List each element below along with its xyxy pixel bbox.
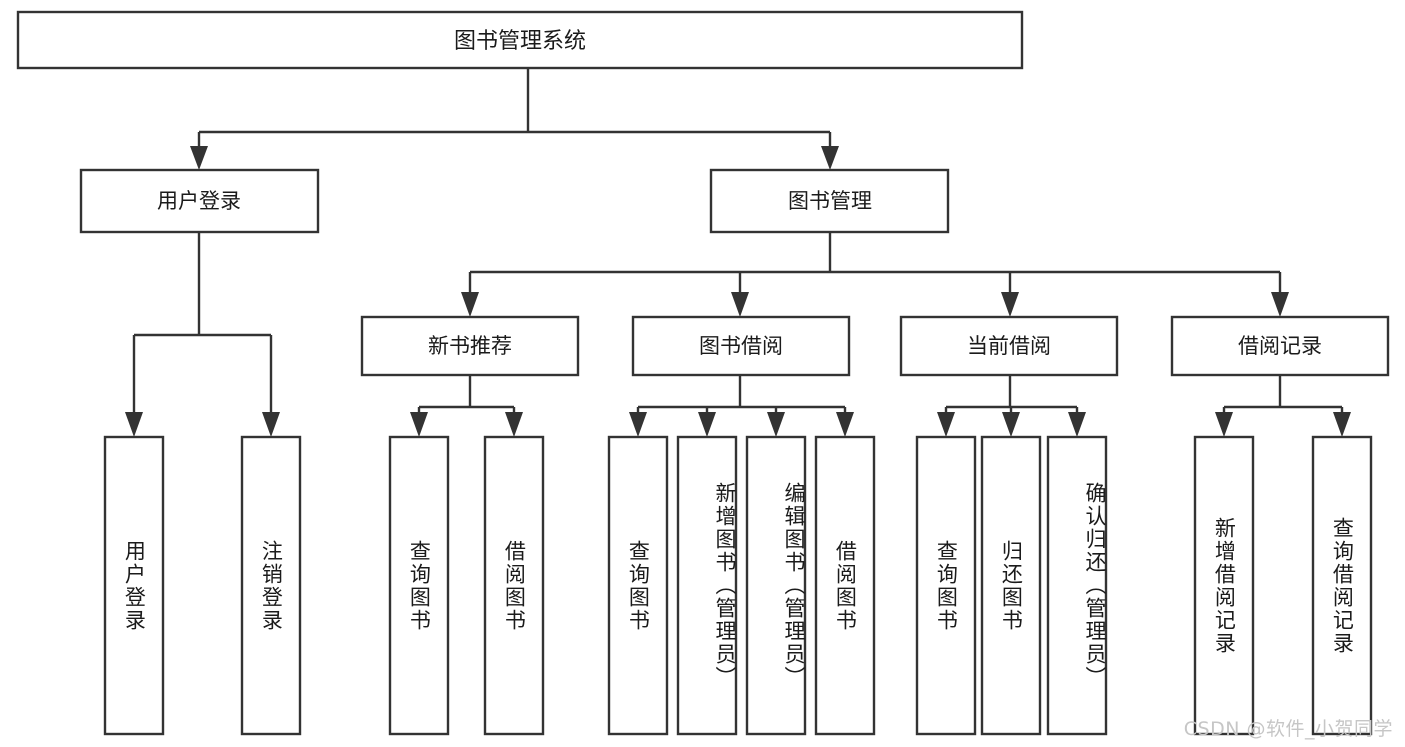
connector-group-currentborrow-to-leaves bbox=[937, 375, 1086, 437]
arrow-head-icon bbox=[731, 292, 749, 317]
leaf-box-add-record[interactable] bbox=[1193, 435, 1255, 736]
leaf-box-edit-book[interactable] bbox=[745, 435, 807, 736]
arrow-head-icon bbox=[1002, 412, 1020, 437]
arrow-head-icon bbox=[836, 412, 854, 437]
arrow-head-icon bbox=[190, 146, 208, 170]
connector-group-root-to-level2 bbox=[190, 68, 839, 170]
node-book-management-box[interactable] bbox=[709, 168, 950, 234]
leaf-box-add-book[interactable] bbox=[676, 435, 738, 736]
leaf-box-query-book-2[interactable] bbox=[607, 435, 669, 736]
leaf-boxes-book-borrow bbox=[607, 435, 876, 736]
leaf-box-borrow-book-1[interactable] bbox=[483, 435, 545, 736]
leaf-box-query-record[interactable] bbox=[1311, 435, 1373, 736]
node-current-borrow-box[interactable] bbox=[899, 315, 1119, 377]
leaf-box-logout[interactable] bbox=[240, 435, 302, 736]
node-book-management-label: 图书管理 bbox=[788, 189, 872, 213]
arrow-head-icon bbox=[505, 412, 523, 437]
connector-group-newbook-to-leaves bbox=[410, 375, 523, 437]
node-borrow-record[interactable]: 借阅记录 bbox=[1170, 315, 1390, 377]
arrow-head-icon bbox=[937, 412, 955, 437]
node-user-login-box[interactable] bbox=[79, 168, 320, 234]
arrow-head-icon bbox=[262, 412, 280, 437]
node-current-borrow[interactable]: 当前借阅 bbox=[899, 315, 1119, 377]
arrow-head-icon bbox=[125, 412, 143, 437]
node-book-borrow-box[interactable] bbox=[631, 315, 851, 377]
leaf-boxes-current-borrow bbox=[915, 435, 1108, 736]
node-root-box[interactable] bbox=[16, 10, 1024, 70]
node-user-login-label: 用户登录 bbox=[157, 189, 241, 213]
node-root[interactable]: 图书管理系统 bbox=[16, 10, 1024, 70]
node-book-borrow[interactable]: 图书借阅 bbox=[631, 315, 851, 377]
arrow-head-icon bbox=[1333, 412, 1351, 437]
watermark-text: CSDN @软件_小贺同学 bbox=[1183, 718, 1393, 740]
leaf-boxes-borrow-record bbox=[1193, 435, 1373, 736]
connector-group-borrowrecord-to-leaves bbox=[1215, 375, 1351, 437]
arrow-head-icon bbox=[1068, 412, 1086, 437]
node-book-borrow-label: 图书借阅 bbox=[699, 334, 783, 358]
node-borrow-record-label: 借阅记录 bbox=[1238, 334, 1322, 358]
node-borrow-record-box[interactable] bbox=[1170, 315, 1390, 377]
node-user-login[interactable]: 用户登录 bbox=[79, 168, 320, 234]
arrow-head-icon bbox=[629, 412, 647, 437]
arrow-head-icon bbox=[1215, 412, 1233, 437]
leaf-boxes-new-book-recommend bbox=[388, 435, 545, 736]
arrow-head-icon bbox=[767, 412, 785, 437]
connector-group-bookborrow-to-leaves bbox=[629, 375, 854, 437]
arrow-head-icon bbox=[1001, 292, 1019, 317]
leaf-box-confirm-return[interactable] bbox=[1046, 435, 1108, 736]
leaf-box-return-book[interactable] bbox=[980, 435, 1042, 736]
leaf-box-borrow-book-2[interactable] bbox=[814, 435, 876, 736]
node-current-borrow-label: 当前借阅 bbox=[967, 334, 1051, 358]
node-root-label: 图书管理系统 bbox=[454, 29, 586, 54]
leaf-box-user-login[interactable] bbox=[103, 435, 165, 736]
arrow-head-icon bbox=[821, 146, 839, 170]
arrow-head-icon bbox=[461, 292, 479, 317]
leaf-box-query-book-1[interactable] bbox=[388, 435, 450, 736]
node-book-management[interactable]: 图书管理 bbox=[709, 168, 950, 234]
arrow-head-icon bbox=[1271, 292, 1289, 317]
arrow-head-icon bbox=[410, 412, 428, 437]
leaf-boxes-user-login bbox=[103, 435, 302, 736]
leaf-box-query-book-3[interactable] bbox=[915, 435, 977, 736]
connector-group-userlogin-to-leaves bbox=[125, 232, 280, 437]
connector-group-bookmgmt-to-level3 bbox=[461, 232, 1289, 317]
node-new-book-recommend-box[interactable] bbox=[360, 315, 580, 377]
node-new-book-recommend-label: 新书推荐 bbox=[428, 334, 512, 358]
node-new-book-recommend[interactable]: 新书推荐 bbox=[360, 315, 580, 377]
arrow-head-icon bbox=[698, 412, 716, 437]
